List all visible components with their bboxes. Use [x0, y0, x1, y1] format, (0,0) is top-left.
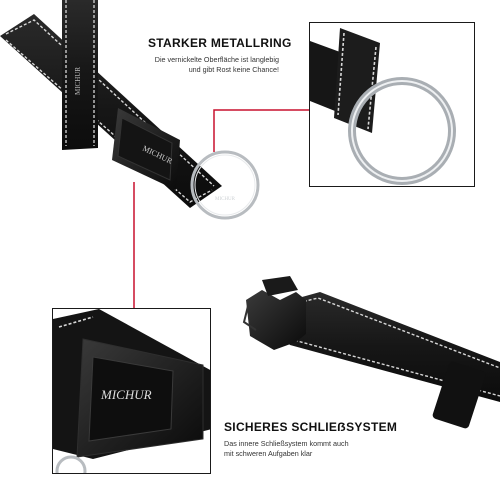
main-buckle: MICHUR [112, 108, 180, 190]
buckle-description-line: Das innere Schließsystem kommt auch [224, 439, 349, 448]
collar-vertical-section: MICHUR [62, 0, 98, 150]
buckle-description-line: mit schweren Aufgaben klar [224, 449, 313, 458]
svg-text:MICHUR: MICHUR [215, 197, 236, 202]
lower-collar-strap [255, 292, 500, 429]
buckle-brand-mark: MICHUR [100, 387, 152, 402]
callout-line-ring [213, 109, 309, 152]
buckle-description: Das innere Schließsystem kommt auch mit … [224, 439, 349, 459]
ring-detail-inset [309, 22, 475, 187]
buckle-detail-inset: MICHUR [52, 308, 211, 474]
ring-detail-image [310, 28, 456, 185]
buckle-clip [242, 276, 306, 350]
ring-description-line: Die vernickelte Oberfläche ist langlebig [154, 55, 279, 64]
main-metal-ring: MICHUR [190, 150, 260, 220]
ring-description-line: und gibt Rost keine Chance! [188, 65, 279, 74]
buckle-detail-image: MICHUR [53, 309, 210, 473]
svg-text:MICHUR: MICHUR [74, 67, 82, 95]
ring-heading: STARKER METALLRING [148, 36, 292, 50]
ring-description: Die vernickelte Oberfläche ist langlebig… [137, 55, 279, 75]
buckle-heading: SICHERES SCHLIEẞSYSTEM [224, 420, 398, 434]
